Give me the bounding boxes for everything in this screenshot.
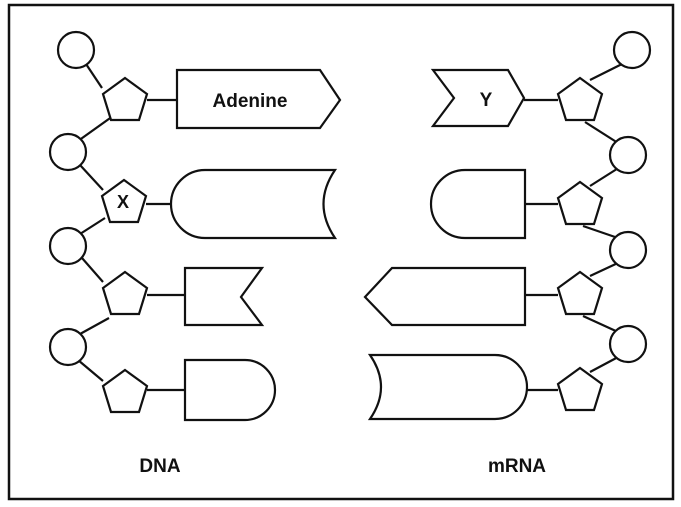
backbone-bond: [81, 257, 104, 283]
base-rounded: [183, 358, 277, 422]
phosphate-circle: [48, 226, 88, 266]
backbone-bond: [582, 314, 619, 334]
backbone-bond: [589, 62, 625, 81]
phosphate-circle: [48, 132, 88, 172]
dna-label: DNA: [139, 456, 180, 477]
adenine-base: [175, 68, 342, 130]
mrna-strand: Y mRNA: [363, 30, 652, 477]
backbone-bond: [79, 317, 110, 335]
sugar-x-label: X: [117, 192, 129, 212]
backbone-bond: [589, 166, 621, 187]
backbone-bond: [582, 224, 619, 240]
backbone-bond: [589, 261, 621, 277]
base-notched: [183, 266, 265, 327]
phosphate-circle: [608, 135, 648, 175]
ribose-pentagon: [556, 366, 604, 412]
base-y-chevron: [430, 68, 526, 128]
dna-strand: X Adenine DNA: [48, 30, 342, 477]
sugar-pentagon: [101, 270, 149, 316]
sugar-x-pentagon: [100, 178, 148, 224]
backbone-bond: [77, 115, 114, 142]
ribose-pentagon: [556, 270, 604, 316]
ribose-pentagon: [556, 180, 604, 226]
backbone-bond: [79, 217, 106, 235]
backbone-bond: [85, 63, 103, 89]
diagram-border: [7, 3, 675, 501]
phosphate-circle: [608, 324, 648, 364]
base-concave-rounded: [367, 353, 529, 421]
base-rounded: [429, 168, 527, 240]
phosphate-circle: [48, 327, 88, 367]
sugar-pentagon: [101, 368, 149, 414]
mrna-label: mRNA: [488, 456, 546, 477]
phosphate-circle: [608, 230, 648, 270]
base-pointed: [363, 266, 527, 327]
backbone-bond: [589, 355, 621, 373]
backbone-bond: [584, 121, 619, 144]
backbone-bond: [79, 164, 104, 191]
adenine-label: Adenine: [213, 91, 288, 112]
ribose-pentagon: [556, 76, 604, 122]
base-round-concave: [169, 168, 338, 240]
phosphate-circle: [56, 30, 96, 70]
backbone-bond: [77, 359, 104, 382]
phosphate-circle: [612, 30, 652, 70]
sugar-pentagon: [101, 76, 149, 122]
base-y-label: Y: [480, 90, 493, 111]
